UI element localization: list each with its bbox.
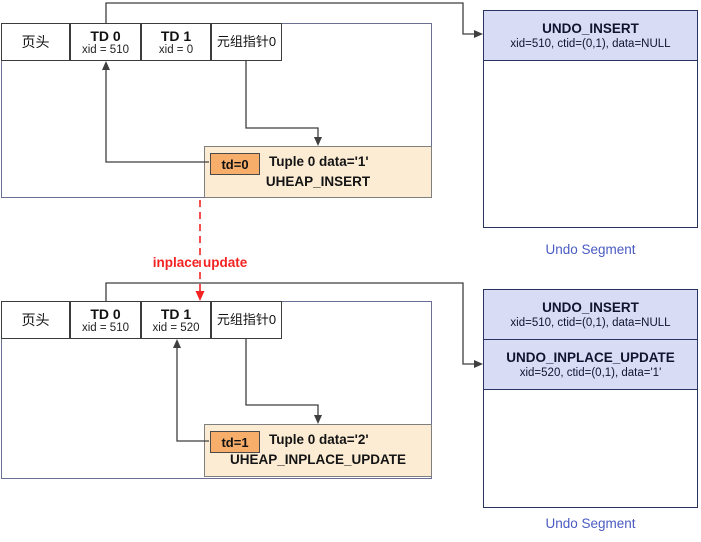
page-header-label: 页头 — [21, 312, 50, 328]
page-header-label: 页头 — [21, 34, 50, 50]
td-slot-chip: td=1 — [210, 431, 260, 453]
page-header-cell: 页头 — [1, 301, 70, 339]
tuple-op-text: UHEAP_INSERT — [265, 174, 371, 189]
td0-title: TD 0 — [90, 305, 121, 322]
td1-cell-before: TD 1 xid = 0 — [141, 23, 211, 61]
tuple-op-text: UHEAP_INPLACE_UPDATE — [229, 452, 407, 467]
td0-xid: xid = 510 — [82, 321, 129, 334]
undo-record-title: UNDO_INPLACE_UPDATE — [506, 350, 675, 365]
undo-segment-box-after: UNDO_INSERT xid=510, ctid=(0,1), data=NU… — [483, 289, 698, 508]
td1-xid: xid = 0 — [158, 43, 194, 56]
undo-record-title: UNDO_INSERT — [542, 21, 639, 36]
tuple-pointer-label: 元组指针0 — [216, 312, 277, 327]
undo-record-detail: xid=520, ctid=(0,1), data='1' — [519, 367, 662, 379]
undo-record-insert: UNDO_INSERT xid=510, ctid=(0,1), data=NU… — [484, 11, 697, 61]
inplace-update-annotation: inplace update — [152, 255, 248, 270]
td0-title: TD 0 — [90, 27, 121, 44]
td0-cell-after: TD 0 xid = 510 — [70, 301, 141, 339]
td1-xid: xid = 520 — [152, 321, 200, 334]
td0-cell-before: TD 0 xid = 510 — [70, 23, 141, 61]
undo-record-insert: UNDO_INSERT xid=510, ctid=(0,1), data=NU… — [484, 290, 697, 340]
tuple-content: Tuple 0 data='1' UHEAP_INSERT — [205, 152, 431, 192]
page-header-cell: 页头 — [1, 23, 70, 61]
tuple-row-after: td=1 Tuple 0 data='2' UHEAP_INPLACE_UPDA… — [204, 424, 432, 477]
undo-segment-caption-bottom: Undo Segment — [545, 516, 636, 531]
inplace-update-arrow — [195, 200, 205, 301]
undo-record-detail: xid=510, ctid=(0,1), data=NULL — [510, 317, 671, 329]
tuple-pointer-label: 元组指针0 — [216, 34, 277, 49]
undo-record-detail: xid=510, ctid=(0,1), data=NULL — [510, 38, 671, 50]
tuple-row-before: td=0 Tuple 0 data='1' UHEAP_INSERT — [204, 146, 432, 198]
undo-segment-caption-top: Undo Segment — [545, 242, 636, 257]
tuple-pointer-cell-before: 元组指针0 — [211, 23, 282, 61]
tuple-content: Tuple 0 data='2' UHEAP_INPLACE_UPDATE — [205, 430, 431, 470]
td1-title: TD 1 — [160, 27, 192, 44]
td-slot-chip: td=0 — [210, 153, 260, 175]
td1-title: TD 1 — [160, 305, 192, 322]
tuple-pointer-cell-after: 元组指针0 — [211, 301, 282, 339]
undo-record-title: UNDO_INSERT — [542, 300, 639, 315]
td1-cell-after: TD 1 xid = 520 — [141, 301, 211, 339]
undo-record-inplace-update: UNDO_INPLACE_UPDATE xid=520, ctid=(0,1),… — [484, 340, 697, 390]
undo-segment-box-before: UNDO_INSERT xid=510, ctid=(0,1), data=NU… — [483, 10, 698, 228]
tuple-data-text: Tuple 0 data='2' — [269, 432, 369, 447]
tuple-data-text: Tuple 0 data='1' — [269, 154, 369, 169]
td0-xid: xid = 510 — [82, 43, 129, 56]
